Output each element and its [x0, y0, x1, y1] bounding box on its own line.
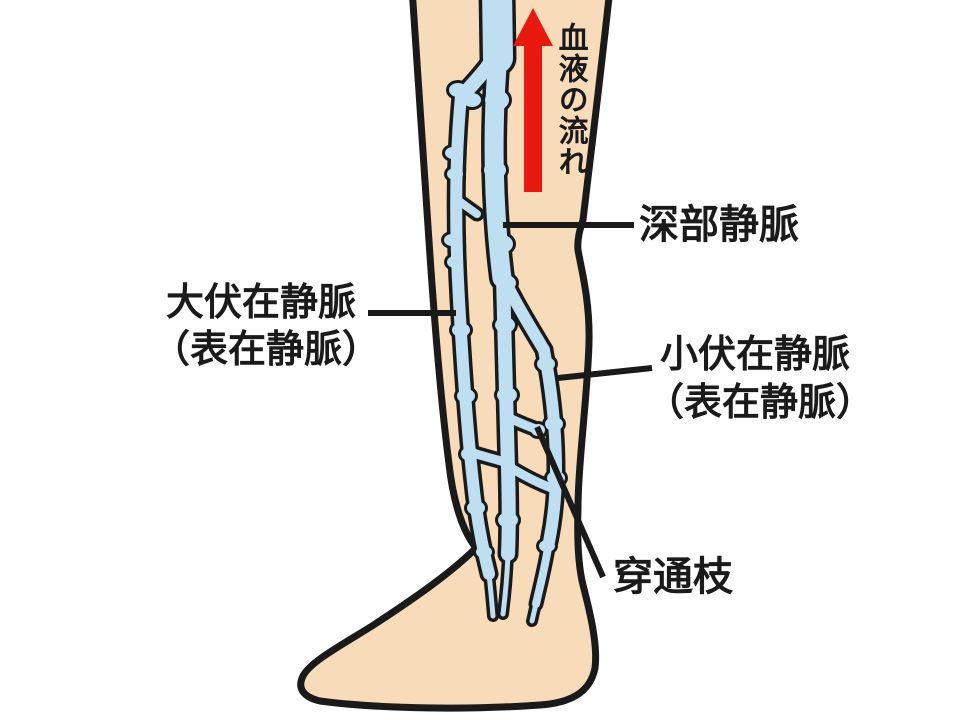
great-saphenous-ankle-branch — [486, 571, 496, 619]
leader-line-perforator — [534, 425, 606, 579]
deep-vein-ankle-branch — [500, 551, 511, 617]
vein-valve-nodes — [444, 56, 565, 558]
perforator-vein — [451, 194, 481, 218]
leader-line-small-saphenous — [557, 365, 653, 381]
small-saphenous-label-line2: （表在静脈） — [646, 381, 875, 424]
perforator-vein — [503, 461, 559, 494]
deep-vein-label: 深部静脈 — [639, 203, 799, 247]
great-saphenous-label-line2: （表在静脈） — [152, 329, 381, 372]
small-saphenous-ankle-branch — [529, 601, 539, 624]
great-saphenous-label-line1: 大伏在静脈 — [166, 282, 357, 324]
blood-flow-arrow-icon — [513, 8, 553, 192]
blood-flow-label: 血液の流れ — [553, 22, 587, 177]
small-saphenous-label-line1: 小伏在静脈 — [660, 334, 851, 376]
small-saphenous-label: 小伏在静脈 （表在静脈） — [646, 332, 874, 428]
vein-fills — [444, 0, 565, 624]
perforator-label: 穿通枝 — [613, 555, 733, 599]
great-saphenous-label: 大伏在静脈 （表在静脈） — [152, 280, 380, 374]
